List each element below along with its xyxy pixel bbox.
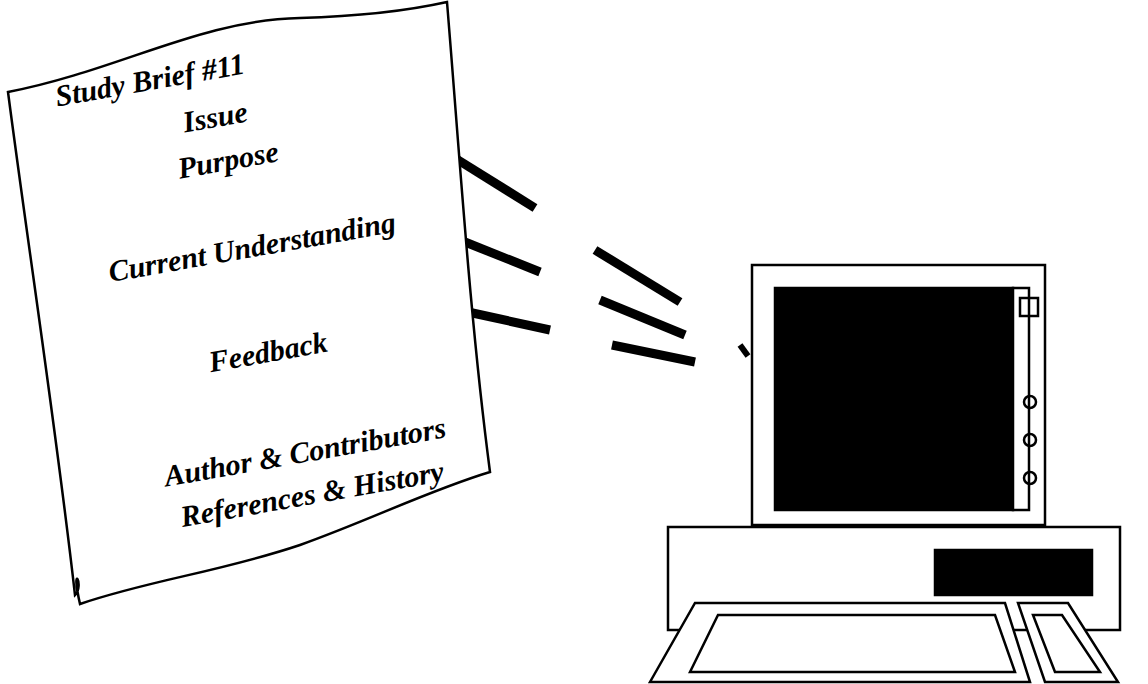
transmission-dashes (450, 155, 748, 362)
computer (650, 265, 1120, 682)
document-page: Study Brief #11IssuePurposeCurrent Under… (0, 0, 500, 620)
